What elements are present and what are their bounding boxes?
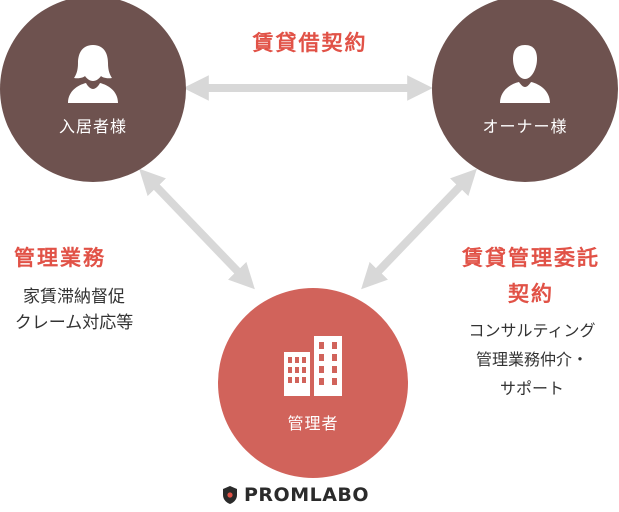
- building-icon: [284, 336, 342, 396]
- management-services-list: 家賃滞納督促 クレーム対応等: [0, 284, 148, 336]
- entrustment-title-line: 賃貸管理委託: [462, 246, 600, 270]
- male-person-icon: [500, 45, 550, 103]
- arrow-owner-manager: [361, 168, 477, 290]
- brand-logo: PROMLABO: [222, 484, 369, 506]
- management-item: 家賃滞納督促: [23, 287, 125, 307]
- shield-logo-icon: [223, 486, 237, 504]
- arrow-tenant-manager: [139, 168, 255, 290]
- female-person-icon: [68, 45, 118, 103]
- management-entrustment-title: 賃貸管理委託 契約: [446, 240, 616, 312]
- management-item: クレーム対応等: [14, 313, 134, 333]
- brand-name: PROMLABO: [244, 484, 370, 506]
- rental-contract-title: 賃貸借契約: [252, 31, 368, 55]
- owner-label: オーナー様: [482, 117, 568, 136]
- tenant-node: 入居者様: [0, 0, 186, 182]
- entrustment-services-list: コンサルティング 管理業務仲介・ サポート: [446, 316, 618, 403]
- entrustment-item: 管理業務仲介・: [475, 350, 588, 369]
- management-services-title: 管理業務: [14, 246, 106, 270]
- manager-node: 管理者: [218, 288, 408, 478]
- owner-node: オーナー様: [432, 0, 618, 182]
- tenant-label: 入居者様: [58, 117, 127, 136]
- entrustment-item: コンサルティング: [468, 321, 596, 340]
- entrustment-item: サポート: [499, 379, 564, 398]
- entrustment-title-line: 契約: [508, 282, 554, 306]
- manager-label: 管理者: [287, 414, 339, 433]
